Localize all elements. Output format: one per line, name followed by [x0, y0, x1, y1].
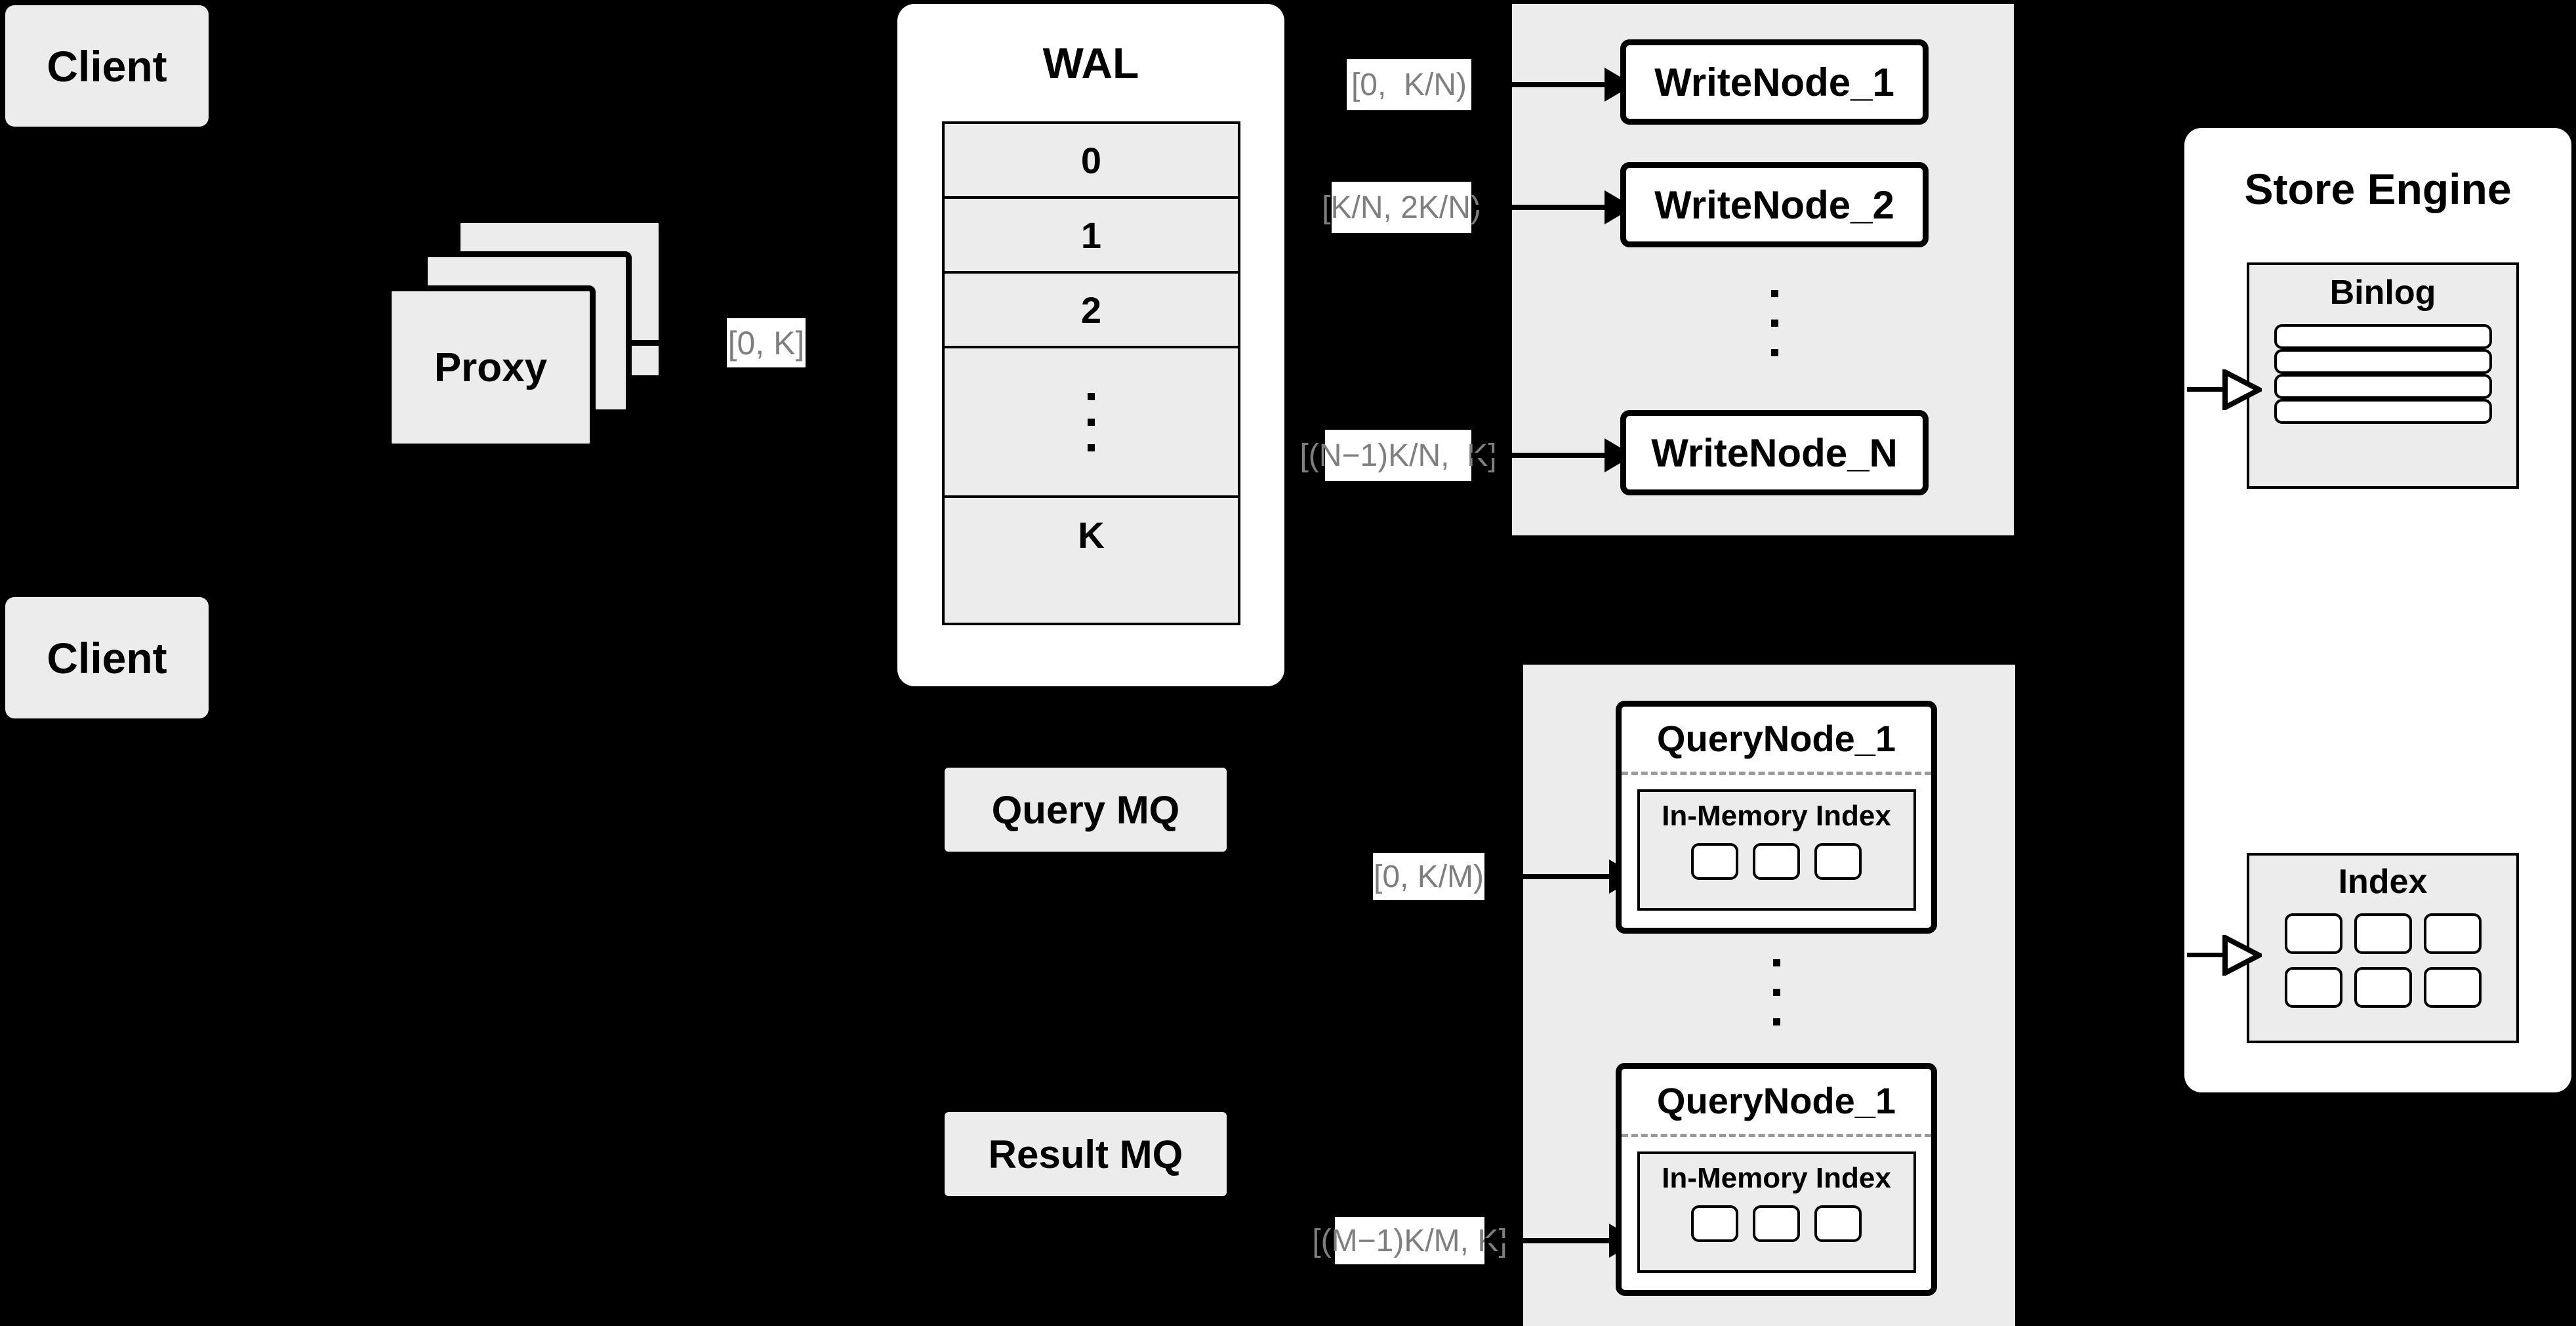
client-label: Client — [47, 633, 167, 682]
wal-row: K — [1078, 514, 1105, 556]
index-cell — [2284, 913, 2342, 954]
writenode-2-range-label: [K/N, 2K/N) — [1322, 182, 1481, 233]
querynode-1-title: QueryNode_1 — [1656, 718, 1896, 759]
writenode-n-arrow-line — [1471, 453, 1605, 458]
querynode-m-separator — [1622, 1134, 1931, 1137]
querynode-1-inmemory-index-panel: In-Memory Index — [1637, 789, 1916, 911]
querynode-m-title: QueryNode_1 — [1656, 1080, 1896, 1121]
store-engine-title: Store Engine — [2244, 165, 2512, 213]
index-cell — [2423, 967, 2482, 1008]
index-cell — [1814, 843, 1862, 880]
proxy-range-label: [0, K] — [727, 318, 806, 367]
index-cell — [2423, 913, 2482, 954]
binlog-row — [2274, 349, 2492, 374]
binlog-arrow-line — [2187, 387, 2226, 392]
binlog-arrow-head-icon — [2222, 369, 2262, 410]
query-cluster-vertical-ellipsis-icon — [1767, 945, 1786, 1040]
querynode-m-inmemory-index-panel: In-Memory Index — [1637, 1151, 1916, 1273]
wal-row: 0 — [945, 124, 1238, 199]
inmemory-index-title: In-Memory Index — [1662, 800, 1891, 832]
index-cell — [1814, 1205, 1862, 1242]
client-label: Client — [47, 41, 167, 91]
querynode-m-arrow-line — [1484, 1238, 1609, 1243]
inmemory-index-title: In-Memory Index — [1662, 1162, 1891, 1194]
binlog-row — [2274, 399, 2492, 424]
wal-row-ellipsis — [945, 348, 1238, 498]
wal-table: 0 1 2 K — [942, 121, 1240, 625]
client-box-bottom[interactable]: Client — [5, 597, 209, 718]
wal-row: 2 — [945, 274, 1238, 348]
writenode-1-arrow-line — [1471, 82, 1605, 87]
writenode-n-box[interactable]: WriteNode_N — [1620, 410, 1929, 495]
result-mq-box[interactable]: Result MQ — [945, 1112, 1227, 1196]
querynode-1-range-label: [0, K/M) — [1373, 853, 1484, 900]
write-cluster-vertical-ellipsis-icon — [1765, 276, 1784, 371]
index-panel: Index — [2247, 853, 2519, 1043]
proxy-label: Proxy — [434, 344, 548, 390]
index-title: Index — [2338, 863, 2428, 901]
writenode-2-box[interactable]: WriteNode_2 — [1620, 162, 1929, 247]
index-cell — [1691, 843, 1738, 880]
writenode-1-box[interactable]: WriteNode_1 — [1620, 39, 1929, 125]
proxy-box[interactable]: Proxy — [386, 285, 596, 449]
index-cell — [2284, 967, 2342, 1008]
proxy-connector-line — [630, 340, 669, 346]
writenode-n-range-label: [(N−1)K/N, K] — [1299, 430, 1497, 481]
writenode-1-range-label: [0, K/N) — [1347, 59, 1471, 110]
binlog-row — [2274, 324, 2492, 349]
index-cell — [2354, 967, 2412, 1008]
query-mq-label: Query MQ — [991, 787, 1180, 832]
querynode-1-separator — [1622, 772, 1931, 775]
querynode-m-range-label: [(M−1)K/M, K] — [1312, 1217, 1507, 1264]
query-mq-box[interactable]: Query MQ — [945, 768, 1227, 852]
index-arrow-head-icon — [2222, 935, 2262, 976]
index-cell — [2354, 913, 2412, 954]
index-cell — [1753, 1205, 1800, 1242]
index-arrow-line — [2187, 953, 2226, 957]
binlog-panel: Binlog — [2247, 262, 2519, 489]
index-cell — [1753, 843, 1800, 880]
binlog-title: Binlog — [2329, 274, 2436, 312]
binlog-row — [2274, 374, 2492, 399]
result-mq-label: Result MQ — [988, 1132, 1183, 1176]
wal-row: 1 — [945, 199, 1238, 274]
vertical-ellipsis-icon — [1088, 384, 1095, 461]
querynode-1-box[interactable]: QueryNode_1 In-Memory Index — [1616, 701, 1937, 934]
wal-title: WAL — [1042, 39, 1139, 87]
client-box-top[interactable]: Client — [5, 5, 209, 127]
index-cell — [1691, 1205, 1738, 1242]
writenode-2-arrow-line — [1471, 205, 1605, 210]
querynode-m-box[interactable]: QueryNode_1 In-Memory Index — [1616, 1063, 1937, 1296]
querynode-1-arrow-line — [1484, 874, 1609, 879]
